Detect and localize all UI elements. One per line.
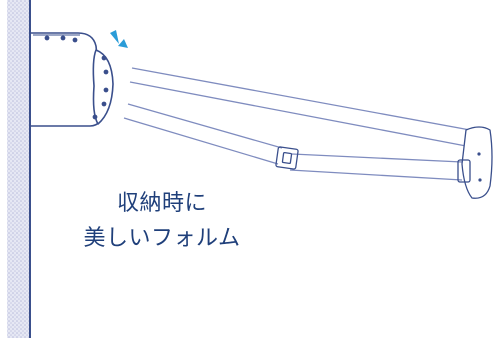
caption-line-2: 美しいフォルム: [83, 226, 241, 251]
wall: [7, 0, 31, 338]
extended-arm: [123, 67, 493, 199]
caption: 収納時に 美しいフォルム: [62, 186, 262, 256]
accent-marks: [110, 30, 128, 48]
caption-line-1: 収納時に: [116, 191, 207, 216]
awning-cassette: [31, 32, 114, 127]
